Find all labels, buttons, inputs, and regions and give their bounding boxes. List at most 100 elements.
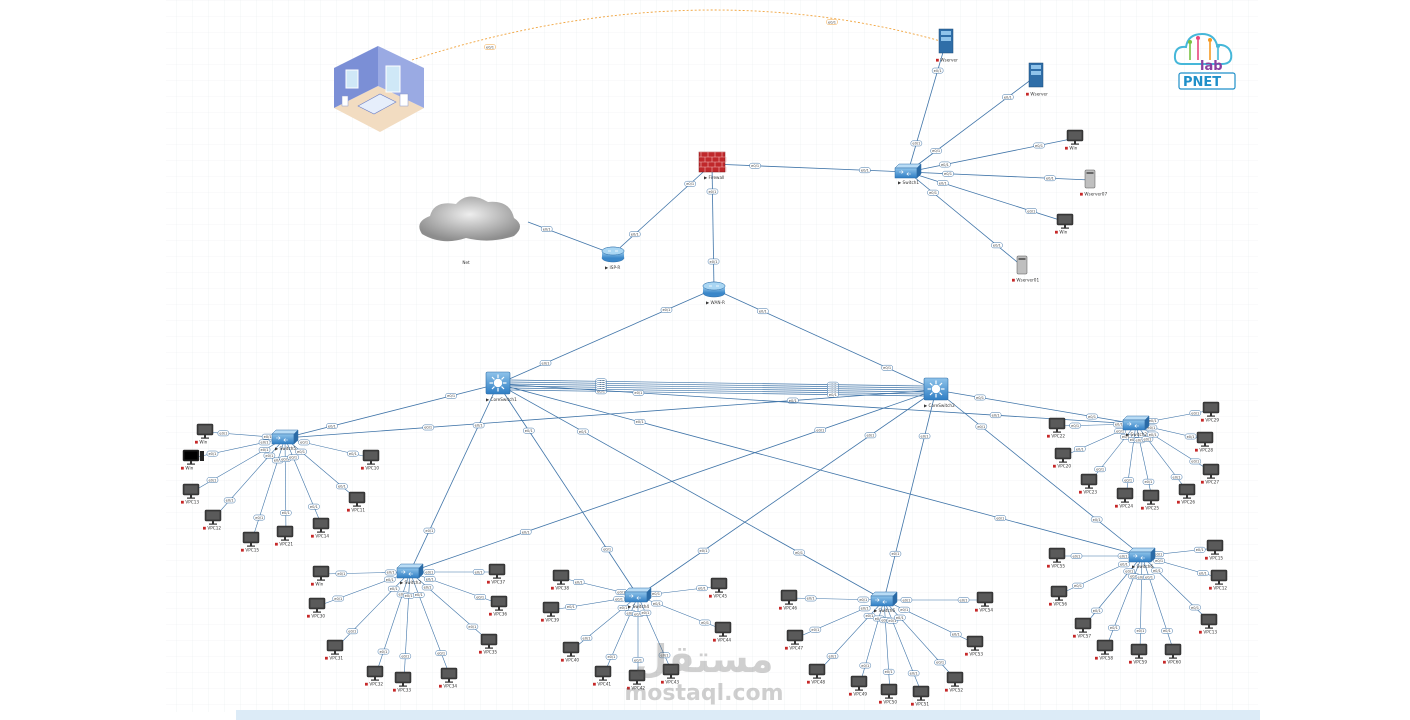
vpc-vpc15[interactable] [1206,539,1224,555]
isp-router[interactable]: ▶ ISP-R [601,246,625,270]
wserver-top[interactable] [938,28,954,54]
link[interactable]: e0/1e0/1 [883,389,937,601]
vpc-vpc49[interactable] [850,675,868,691]
link[interactable]: e0/1e0/1 [935,389,1137,425]
link[interactable]: e0/1e0/1 [571,595,639,651]
switch2[interactable]: ▶ Switch2 [1122,415,1150,437]
link[interactable]: e0/1e0/1 [497,383,639,597]
firewall[interactable]: ▶ Firewall [698,151,727,180]
vpc-vpc60[interactable] [1164,643,1182,659]
link[interactable]: e0/1e0/1 [907,75,1037,173]
vpc-vpc42[interactable] [628,669,646,685]
vpc-vpc33[interactable] [394,671,412,687]
vpc-vpc34[interactable] [440,667,458,683]
vpc-vpc35[interactable] [480,633,498,649]
switch1[interactable]: ▶ Switch1 [894,163,922,185]
wireless-link[interactable]: e0/1e0/1 [411,9,945,61]
switch5[interactable]: ▶ Switch5 [271,429,299,451]
link[interactable]: e0/1e0/1 [1141,555,1221,579]
vpc-vpc43[interactable] [662,663,680,679]
link[interactable]: e0/1e0/1 [497,383,1137,425]
link[interactable]: e0/1e0/1 [497,288,715,385]
link[interactable]: e0/1e0/1 [907,41,947,173]
link[interactable]: e0/1e0/1 [317,571,411,607]
vpc-vpc54[interactable] [976,591,994,607]
vpc-vpc55[interactable] [1048,547,1066,563]
win_a[interactable] [196,423,214,439]
link[interactable]: e0/1e0/1 [509,388,925,398]
vpc-vpc11[interactable] [348,491,366,507]
link[interactable]: e0/1e0/1 [637,389,937,597]
vpc-vpc10[interactable] [362,449,380,465]
link[interactable]: e0/1e0/1 [284,437,373,459]
win_b[interactable] [182,449,204,465]
link[interactable]: e0/1e0/1 [1135,423,1213,473]
link[interactable]: e0/1e0/1 [1141,555,1211,623]
vpc-vpc45[interactable] [710,577,728,593]
vpc-vpc50[interactable] [880,683,898,699]
link[interactable]: e0/1e0/1 [284,437,359,501]
link[interactable]: e0/1e0/1 [795,599,885,639]
link[interactable]: e0/1e0/1 [1083,555,1143,627]
vpc-vpc47[interactable] [786,629,804,645]
vpc-vpc40[interactable] [562,641,580,657]
link[interactable]: e0/1e0/1 [907,171,1067,223]
vpc-vpc39[interactable] [542,601,560,617]
link[interactable]: e0/1e0/1 [551,595,639,611]
link[interactable]: e0/1e0/1 [637,585,721,597]
link[interactable]: e0/1e0/1 [907,171,1023,267]
switch6-right[interactable]: ▶ Switch6 [1128,547,1156,569]
link[interactable]: e0/1e0/1 [321,569,411,577]
vpc-vpc38[interactable] [552,569,570,585]
link[interactable]: e0/1e0/1 [1133,423,1155,499]
link[interactable]: e0/1e0/1 [632,596,644,678]
link[interactable]: e0/1e0/1 [409,383,499,573]
link[interactable]: e0/1e0/1 [907,137,1077,173]
vpc-vpc59[interactable] [1130,643,1148,659]
link[interactable]: e0/1e0/1 [284,437,323,527]
vpc-vpc14[interactable] [312,517,330,533]
vpc-vpc30[interactable] [308,597,326,613]
link[interactable]: e0/1e0/1 [713,288,937,391]
link[interactable]: e0/1e0/1 [883,599,977,645]
link[interactable]: e0/1e0/1 [335,571,411,649]
vpc-vpc51[interactable] [912,685,930,701]
link[interactable]: e0/1e0/1 [612,163,713,255]
vpc-vpc44[interactable] [714,621,732,637]
link[interactable]: e0/1e0/1 [284,383,499,439]
vpc-vpc52[interactable] [946,671,964,687]
link[interactable]: e0/1e0/1 [789,595,885,603]
link[interactable]: e0/1e0/1 [191,437,286,493]
link[interactable]: e0/1e0/1 [213,437,286,519]
win-top[interactable] [1066,129,1084,145]
vpc-vpc56[interactable] [1050,585,1068,601]
wserver-2[interactable] [1028,62,1044,88]
link[interactable]: e0/1e0/1 [191,437,286,459]
link[interactable]: e0/1e0/1 [409,571,491,643]
wserver07[interactable] [1084,169,1096,189]
link[interactable]: e0/1e0/1 [409,571,501,605]
link[interactable]: e0/1e0/1 [879,599,895,693]
wan-router[interactable]: ▶ WAN-R [702,281,726,305]
win_c[interactable] [312,565,330,581]
link[interactable]: e0/1e0/1 [561,577,639,597]
link[interactable]: e0/1e0/1 [883,599,923,695]
vpc-vpc12[interactable] [1210,569,1228,585]
vpc-vpc29[interactable] [1202,401,1220,417]
vpc-vpc41[interactable] [594,665,612,681]
link[interactable]: e0/1e0/1 [409,389,937,573]
switch4[interactable]: ▶ Switch4 [624,587,652,609]
link[interactable]: e0/1e0/1 [859,599,885,685]
vpc-vpc22[interactable] [1048,417,1066,433]
link[interactable]: e0/1e0/1 [637,595,725,631]
link[interactable]: e0/1e0/1 [706,163,720,290]
link[interactable]: e0/1e0/1 [1059,555,1143,595]
link[interactable]: e0/1e0/1 [497,383,885,601]
link[interactable]: e0/1e0/1 [883,599,957,681]
vpc-vpc26[interactable] [1178,483,1196,499]
vpc-vpc28[interactable] [1196,431,1214,447]
vpc-vpc25[interactable] [1142,489,1160,505]
vpc-vpc37[interactable] [488,563,506,579]
